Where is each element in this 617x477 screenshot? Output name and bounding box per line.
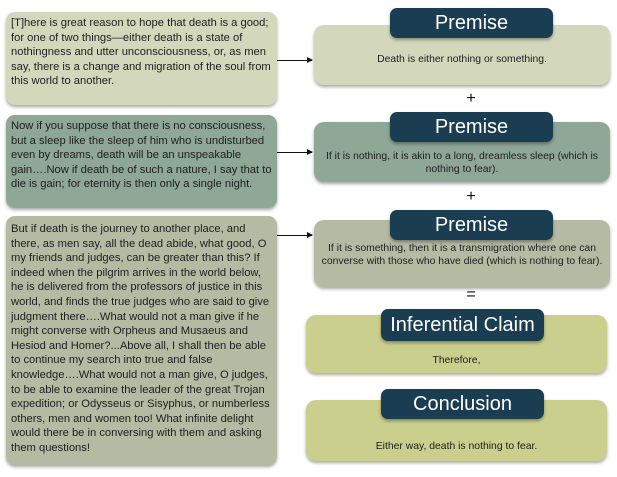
quote-box-3: But if death is the journey to another p… <box>6 216 277 465</box>
quote-box-1: [T]here is great reason to hope that dea… <box>6 12 277 105</box>
quote-text-1: [T]here is great reason to hope that dea… <box>11 17 271 88</box>
premise-text-1: Death is either nothing or something. <box>377 54 547 65</box>
quote-text-3: But if death is the journey to another p… <box>11 223 270 454</box>
premise-text-2: If it is nothing, it is akin to a long, … <box>325 151 598 175</box>
plus-operator-2: + <box>466 188 476 205</box>
conclusion-text: Either way, death is nothing to fear. <box>375 441 538 452</box>
premise-badge-2: Premise <box>390 112 553 142</box>
premise-badge-1: Premise <box>390 8 553 38</box>
arrow-2 <box>277 149 313 155</box>
arrow-3 <box>277 232 313 238</box>
quote-box-2: Now if you suppose that there is no cons… <box>6 115 277 208</box>
inferential-claim-text: Therefore, <box>432 355 481 366</box>
plus-operator-1: + <box>466 90 476 107</box>
premise-badge-3: Premise <box>390 210 553 240</box>
inferential-claim-badge: Inferential Claim <box>381 309 544 341</box>
quote-text-2: Now if you suppose that there is no cons… <box>11 120 272 191</box>
equals-operator: = <box>466 286 476 303</box>
premise-text-3: If it is something, then it is a transmi… <box>321 243 603 267</box>
arrow-1 <box>277 57 313 63</box>
conclusion-badge: Conclusion <box>381 389 544 419</box>
